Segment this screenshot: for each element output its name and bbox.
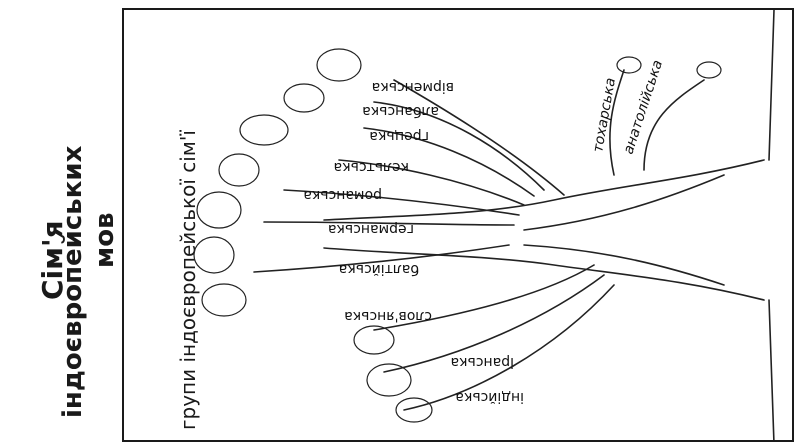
branch-labels: вірменська албанська грецька кельтська р… (303, 58, 666, 405)
leaf-cluster (317, 49, 361, 81)
leaf-cluster (202, 284, 246, 316)
branch-label-germanic: германська (328, 221, 414, 237)
leaf-cluster (240, 115, 288, 145)
title-block: Сім'я індоєвропейських мов (0, 0, 120, 446)
branch-label-celtic: кельтська (334, 159, 409, 175)
title-line-2: індоєвропейських (58, 146, 88, 418)
branch-label-indic: індійська (455, 389, 524, 405)
leaf-cluster (194, 237, 234, 273)
leaf-cluster (617, 57, 641, 73)
leaf-cluster (396, 398, 432, 422)
branch-label-iranian: іранська (451, 354, 515, 370)
tree-illustration-frame: групи індоєвропейської сім'ї (122, 8, 794, 442)
branch-label-greek: грецька (369, 128, 429, 144)
leaf-cluster (367, 364, 411, 396)
branch-label-armenian: вірменська (372, 79, 454, 95)
leaf-cluster (284, 84, 324, 112)
family-tree-drawing: вірменська албанська грецька кельтська р… (124, 10, 794, 442)
leaf-cluster (219, 154, 259, 186)
branch-label-tocharian: тохарська (590, 77, 619, 154)
branch-label-albanian: албанська (362, 103, 439, 119)
leaf-cluster (197, 192, 241, 228)
branch-label-baltic: балтійська (339, 261, 419, 277)
title-line-3: мов (90, 212, 120, 268)
branch-label-slavic: слов'янська (344, 308, 432, 324)
branch-label-romance: романська (303, 187, 382, 203)
leaf-cluster (697, 62, 721, 78)
